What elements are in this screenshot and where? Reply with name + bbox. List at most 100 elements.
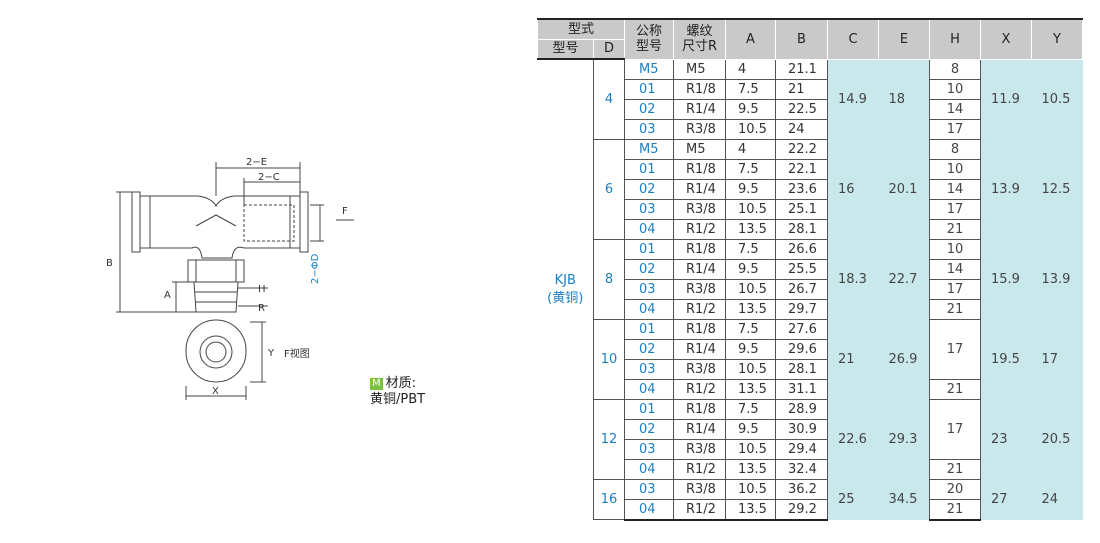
y-cell: 12.5 [1031, 139, 1083, 239]
spec-table: 型式 公称型号 螺纹尺寸R A B C E H X Y 型号 D KJB(黄铜)… [537, 18, 1083, 521]
h-cell: 20 [929, 478, 981, 500]
a-cell: 9.5 [725, 178, 776, 200]
b-cell: 29.6 [775, 338, 828, 360]
d-cell: 4 [593, 59, 625, 140]
header-d: D [593, 38, 625, 60]
dim-r-label: R [258, 303, 265, 314]
thread-cell: M5 [673, 58, 726, 80]
x-cell: 11.9 [980, 59, 1032, 139]
header-type: 型式 [537, 18, 625, 40]
y-cell: 20.5 [1031, 399, 1083, 479]
b-cell: 29.2 [775, 498, 828, 521]
h-cell: 21 [929, 298, 981, 320]
b-cell: 28.9 [775, 398, 828, 420]
b-cell: 22.1 [775, 158, 828, 180]
h-cell: 17 [929, 399, 981, 459]
b-cell: 28.1 [775, 218, 828, 240]
e-cell: 18 [878, 59, 930, 139]
h-cell: 17 [929, 319, 981, 379]
a-cell: 4 [725, 58, 776, 80]
b-cell: 36.2 [775, 478, 828, 500]
c-cell: 21 [827, 319, 879, 399]
thread-cell: R3/8 [673, 118, 726, 140]
d-cell: 6 [593, 139, 625, 240]
f-view-label: F视图 [284, 347, 310, 360]
thread-cell: R1/8 [673, 238, 726, 260]
header-x: X [980, 18, 1032, 60]
dim-2phid-label: 2−ΦD [310, 253, 321, 284]
dim-b-label: B [106, 258, 113, 269]
h-cell: 8 [929, 138, 981, 160]
material-badge: M [370, 378, 383, 390]
y-cell: 17 [1031, 319, 1083, 399]
b-cell: 21 [775, 78, 828, 100]
y-cell: 13.9 [1031, 239, 1083, 319]
thread-cell: R1/8 [673, 398, 726, 420]
header-a: A [725, 18, 776, 60]
a-cell: 7.5 [725, 78, 776, 100]
b-cell: 29.4 [775, 438, 828, 460]
b-cell: 30.9 [775, 418, 828, 440]
e-cell: 34.5 [878, 479, 930, 520]
c-cell: 22.6 [827, 399, 879, 479]
code-cell: 03 [624, 199, 674, 220]
b-cell: 26.6 [775, 238, 828, 260]
code-cell: 02 [624, 259, 674, 280]
c-cell: 18.3 [827, 239, 879, 319]
a-cell: 13.5 [725, 458, 776, 480]
dim-f-label: F [342, 206, 348, 217]
thread-cell: R1/2 [673, 218, 726, 240]
b-cell: 31.1 [775, 378, 828, 400]
header-b: B [775, 18, 828, 60]
code-cell: 01 [624, 159, 674, 180]
series-name: KJB [554, 272, 576, 288]
a-cell: 13.5 [725, 378, 776, 400]
header-h: H [929, 18, 981, 60]
code-cell: 01 [624, 319, 674, 340]
c-cell: 14.9 [827, 59, 879, 139]
h-cell: 21 [929, 218, 981, 240]
code-cell: 01 [624, 399, 674, 420]
e-cell: 26.9 [878, 319, 930, 399]
code-cell: 04 [624, 379, 674, 400]
thread-cell: R3/8 [673, 278, 726, 300]
header-model: 型号 [537, 38, 594, 60]
material-label: 材质: [385, 376, 417, 391]
a-cell: 10.5 [725, 478, 776, 500]
b-cell: 24 [775, 118, 828, 140]
thread-cell: R1/4 [673, 418, 726, 440]
code-cell: 04 [624, 219, 674, 240]
a-cell: 7.5 [725, 398, 776, 420]
b-cell: 26.7 [775, 278, 828, 300]
thread-cell: R1/4 [673, 258, 726, 280]
d-cell: 12 [593, 399, 625, 480]
thread-cell: R1/2 [673, 498, 726, 521]
h-cell: 10 [929, 78, 981, 100]
header-e: E [878, 18, 930, 60]
header-y: Y [1031, 18, 1083, 60]
b-cell: 25.5 [775, 258, 828, 280]
a-cell: 9.5 [725, 98, 776, 120]
h-cell: 17 [929, 198, 981, 220]
e-cell: 20.1 [878, 139, 930, 239]
fitting-body [139, 195, 301, 259]
a-cell: 9.5 [725, 338, 776, 360]
header-thread: 螺纹尺寸R [673, 18, 726, 60]
a-cell: 13.5 [725, 218, 776, 240]
d-cell: 16 [593, 479, 625, 520]
code-cell: M5 [624, 139, 674, 160]
code-cell: 02 [624, 339, 674, 360]
h-cell: 21 [929, 498, 981, 521]
thread-cell: R1/4 [673, 98, 726, 120]
c-cell: 16 [827, 139, 879, 239]
h-cell: 14 [929, 98, 981, 120]
